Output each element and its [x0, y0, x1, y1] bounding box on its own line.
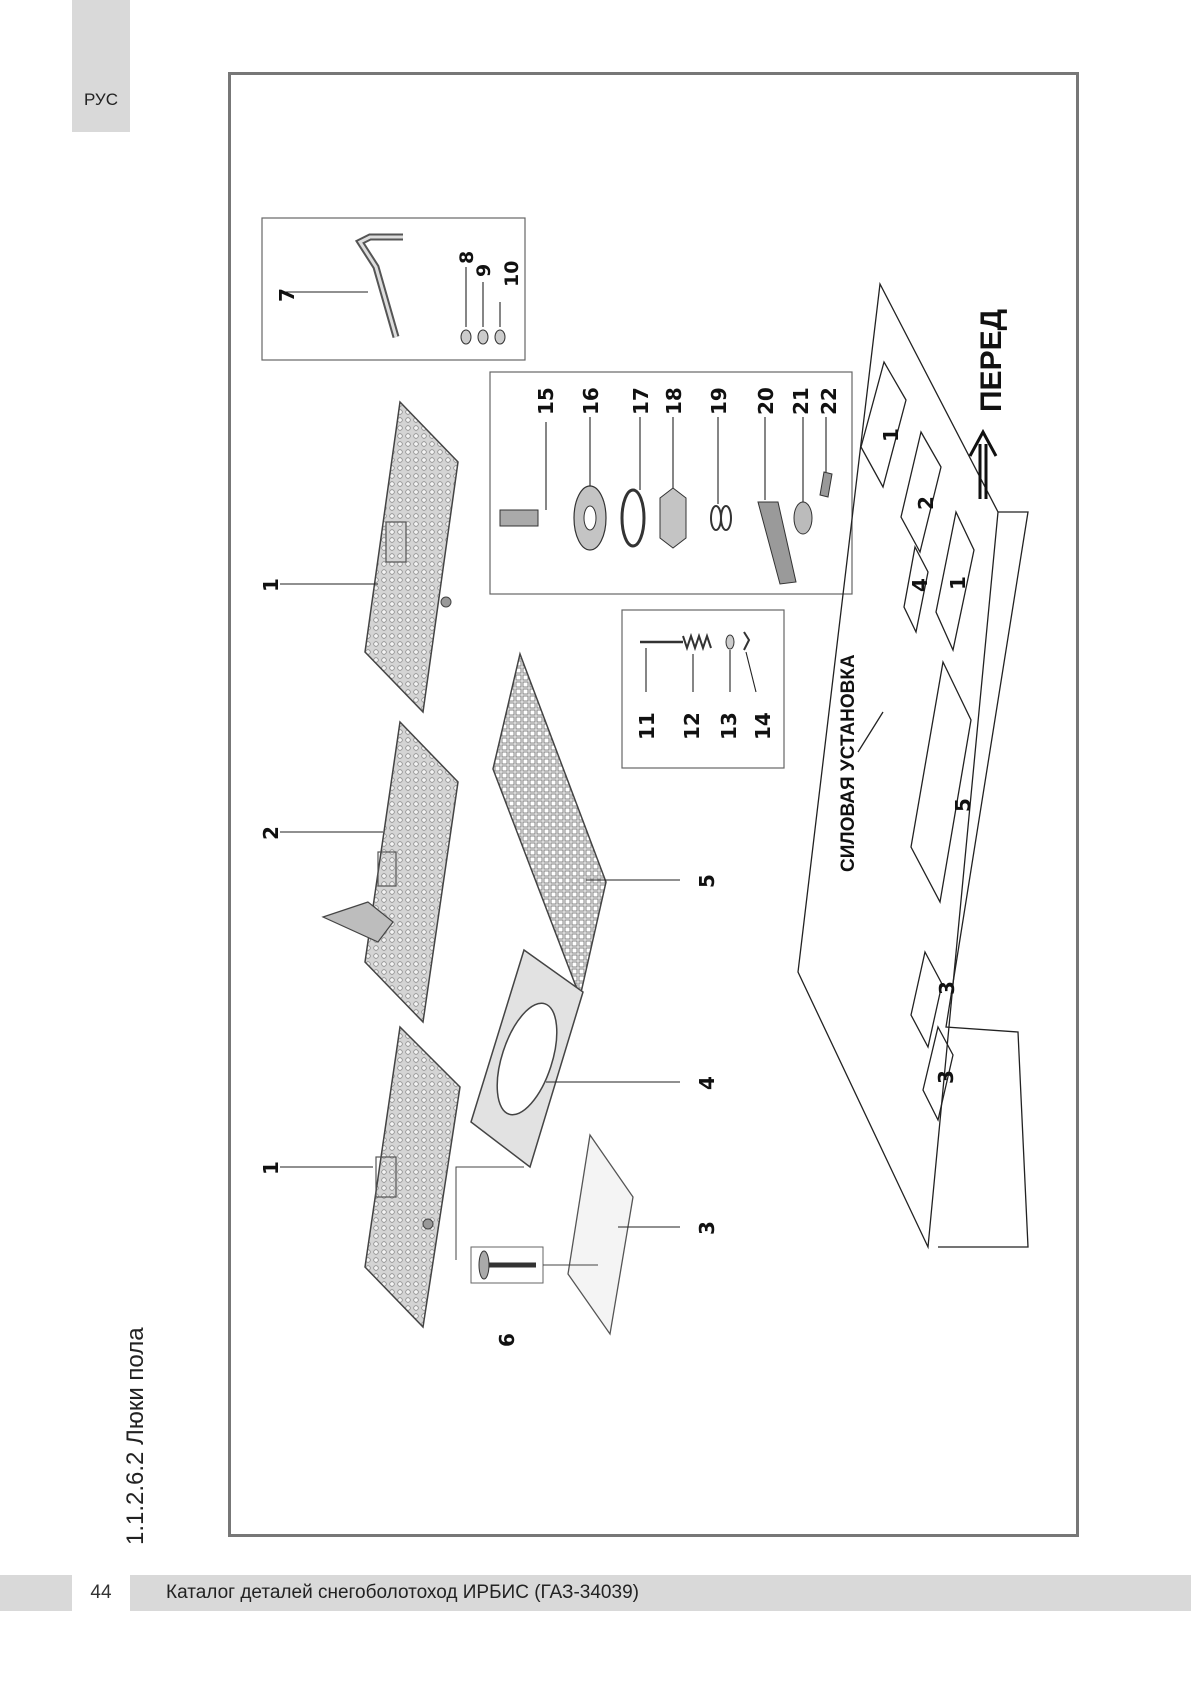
leader-lines — [280, 267, 827, 1228]
diagram-frame — [228, 72, 1079, 1537]
callout-22: 22 — [817, 387, 841, 415]
handle-inset-7-10 — [261, 217, 526, 361]
flange-plate-4 — [470, 948, 584, 1169]
hatch-1-top — [364, 400, 459, 714]
lock-inset-15-22 — [489, 371, 853, 595]
language-tab-label: РУС — [83, 90, 119, 109]
callout-13: 13 — [717, 712, 741, 740]
front-label: ПЕРЕД — [975, 309, 1008, 412]
callout-14: 14 — [751, 712, 775, 740]
scheme-hatch-1a: 1 — [879, 428, 903, 442]
grate-5 — [492, 651, 607, 1000]
spring-pin-inset-11-14 — [621, 609, 785, 769]
callout-5: 5 — [695, 874, 719, 888]
callout-8: 8 — [456, 251, 478, 264]
exploded-parts-diagram: 1 2 1 3 4 5 6 7 8 9 10 11 12 13 14 15 16… — [259, 217, 1029, 1347]
page-number-box: 44 — [72, 1575, 130, 1611]
callout-6: 6 — [495, 1333, 519, 1347]
callout-4: 4 — [695, 1076, 719, 1090]
callout-21: 21 — [789, 387, 813, 415]
footer-bar — [0, 1575, 1191, 1611]
floor-layout-scheme — [797, 281, 1029, 1250]
front-arrow — [968, 428, 998, 499]
hatch-2-middle — [321, 720, 459, 1024]
callout-3: 3 — [695, 1221, 719, 1235]
callout-16: 16 — [579, 387, 603, 415]
callout-1-bottom: 1 — [259, 1161, 283, 1175]
callout-18: 18 — [662, 387, 686, 415]
section-title: 1.1.2.6.2 Люки пола — [122, 1327, 149, 1545]
hatch-1-bottom — [364, 1025, 461, 1329]
callout-19: 19 — [707, 387, 731, 415]
callout-1-top: 1 — [259, 578, 283, 592]
callout-20: 20 — [754, 387, 778, 415]
scheme-hatch-5: 5 — [951, 798, 975, 812]
callout-2: 2 — [259, 826, 283, 840]
plate-3 — [567, 1133, 634, 1336]
callout-10: 10 — [501, 261, 523, 287]
page-number: 44 — [90, 1582, 112, 1603]
catalog-title: Каталог деталей снегоболотоход ИРБИС (ГА… — [166, 1582, 639, 1603]
scheme-hatch-1b: 1 — [946, 576, 970, 590]
callout-9: 9 — [473, 264, 495, 277]
language-tab: РУС — [72, 0, 130, 132]
scheme-hatch-2: 2 — [914, 496, 938, 510]
callout-12: 12 — [680, 712, 704, 740]
callout-15: 15 — [534, 387, 558, 415]
callout-17: 17 — [629, 387, 653, 415]
callout-11: 11 — [635, 712, 659, 740]
scheme-hatch-3a: 3 — [935, 981, 959, 995]
power-unit-label: СИЛОВАЯ УСТАНОВКА — [838, 654, 859, 872]
callout-labels: 1 2 1 3 4 5 6 7 8 9 10 11 12 13 14 15 16… — [259, 251, 841, 1347]
scheme-hatch-4: 4 — [908, 578, 932, 592]
scheme-hatch-3b: 3 — [934, 1070, 958, 1084]
screw-6 — [455, 1166, 598, 1284]
callout-7: 7 — [275, 288, 299, 302]
scheme-labels: ПЕРЕД СИЛОВАЯ УСТАНОВКА 1 2 4 1 5 3 3 — [838, 309, 1008, 1084]
